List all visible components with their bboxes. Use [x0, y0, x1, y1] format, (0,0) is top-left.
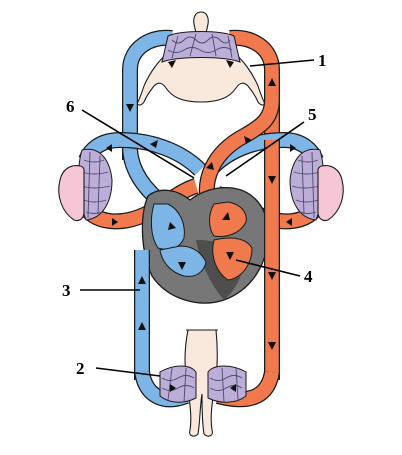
lower-capillary-bed — [159, 365, 247, 403]
leader-line-5 — [225, 121, 305, 177]
label-6: 6 — [66, 97, 75, 116]
right-lung — [317, 165, 344, 222]
flow-arrow — [138, 276, 146, 284]
left-lung-capillary-mesh — [81, 151, 111, 219]
flow-arrow — [170, 384, 176, 392]
upper-body-figure — [136, 11, 266, 106]
flow-arrow — [150, 140, 158, 148]
heart — [141, 186, 269, 304]
flow-arrow — [230, 384, 236, 392]
leader-line-1 — [249, 59, 315, 67]
flow-arrow — [290, 144, 296, 152]
label-4: 4 — [304, 267, 313, 286]
flow-arrow — [286, 218, 292, 226]
flow-arrow — [168, 60, 176, 68]
label-2: 2 — [76, 359, 85, 378]
leader-line-2 — [95, 367, 161, 377]
upper-body-circuit — [122, 29, 280, 160]
label-1: 1 — [318, 51, 327, 70]
leader-line-6 — [81, 109, 195, 179]
flow-arrow — [244, 136, 252, 144]
flow-arrow — [168, 222, 176, 230]
left-lung — [58, 165, 85, 222]
flow-arrow — [268, 176, 276, 184]
flow-arrow — [222, 212, 230, 220]
flow-arrow — [106, 144, 112, 152]
aortic-arch — [200, 99, 279, 213]
flow-arrow — [268, 78, 276, 86]
flow-arrow — [126, 104, 134, 112]
upper-capillary-mesh — [167, 33, 233, 59]
flow-arrow — [206, 162, 214, 170]
right-lung-capillary-mesh — [291, 151, 321, 219]
flow-arrow — [112, 218, 118, 226]
upper-body-silhouette — [136, 11, 266, 106]
flow-arrow — [226, 252, 234, 260]
right-ventricle — [159, 245, 207, 277]
label-3: 3 — [62, 281, 71, 300]
flow-arrow — [178, 262, 186, 270]
flow-arrows — [106, 60, 296, 392]
upper-capillary-bed — [161, 31, 241, 63]
left-ventricle — [212, 237, 253, 281]
flow-arrow — [226, 60, 234, 68]
lower-body-circuit — [134, 365, 280, 408]
leader-line-4 — [235, 259, 301, 277]
flow-arrow — [268, 342, 276, 350]
flow-arrow — [268, 272, 276, 280]
label-5: 5 — [308, 105, 317, 124]
flow-arrow — [138, 322, 146, 330]
callouts: 1 6 5 3 4 2 — [62, 51, 327, 378]
